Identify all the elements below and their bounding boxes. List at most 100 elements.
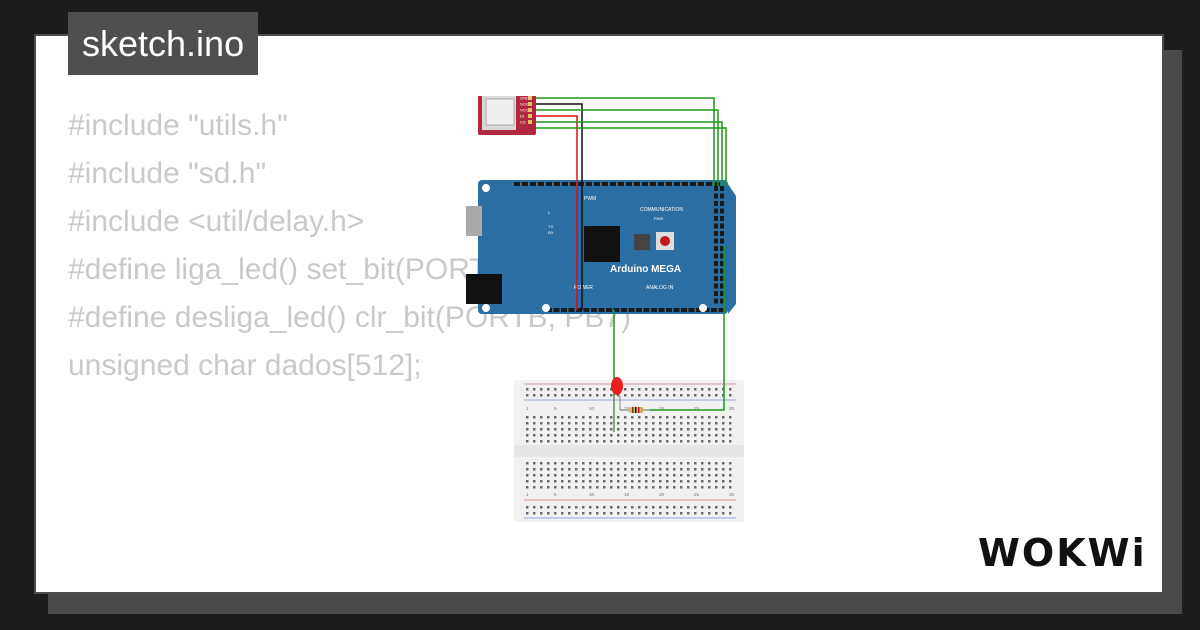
- header-pin: [583, 308, 590, 312]
- breadboard-hole: [596, 512, 599, 515]
- breadboard-hole: [673, 388, 676, 391]
- breadboard-hole: [526, 486, 529, 489]
- breadboard-hole: [687, 506, 690, 509]
- breadboard-hole: [603, 434, 606, 437]
- breadboard-hole: [638, 428, 641, 431]
- header-pin: [714, 283, 718, 289]
- breadboard-hole: [659, 428, 662, 431]
- header-pin: [626, 182, 632, 186]
- breadboard-hole: [666, 388, 669, 391]
- wire-led-signal: [650, 246, 725, 411]
- header-pin: [666, 182, 672, 186]
- breadboard-hole: [568, 486, 571, 489]
- breadboard-hole: [568, 428, 571, 431]
- reset-button: [660, 236, 670, 246]
- breadboard-hole: [694, 434, 697, 437]
- breadboard-hole: [624, 468, 627, 471]
- breadboard-hole: [729, 474, 732, 477]
- sd-pin: [528, 102, 532, 106]
- wires: [536, 97, 727, 432]
- breadboard-hole: [701, 388, 704, 391]
- breadboard-hole: [540, 428, 543, 431]
- breadboard-hole: [582, 394, 585, 397]
- header-pin: [576, 308, 582, 312]
- communication-label: COMMUNICATION: [640, 207, 683, 213]
- power-jack: [466, 274, 502, 304]
- breadboard-hole: [554, 474, 557, 477]
- breadboard-hole: [561, 422, 564, 425]
- breadboard-hole: [659, 434, 662, 437]
- breadboard-hole: [673, 506, 676, 509]
- header-pin: [720, 223, 724, 229]
- header-pin: [720, 231, 724, 236]
- breadboard-hole: [589, 474, 592, 477]
- breadboard-hole: [582, 434, 585, 437]
- breadboard-hole: [617, 486, 620, 489]
- breadboard-hole: [596, 434, 599, 437]
- breadboard-hole: [729, 512, 732, 515]
- breadboard-hole: [589, 394, 592, 397]
- wire-cs: [536, 127, 727, 186]
- breadboard-hole: [645, 474, 648, 477]
- breadboard-hole: [624, 486, 627, 489]
- header-pin: [621, 308, 627, 312]
- breadboard-hole: [540, 506, 543, 509]
- header-pin: [720, 246, 724, 251]
- breadboard-hole: [596, 486, 599, 489]
- breadboard-number: 5: [554, 406, 557, 411]
- header-pin: [578, 182, 584, 186]
- breadboard-hole: [701, 480, 704, 483]
- header-pin: [643, 308, 650, 312]
- breadboard-hole: [645, 486, 648, 489]
- breadboard-hole: [554, 506, 557, 509]
- breadboard-hole: [722, 480, 725, 483]
- l-led-label: L: [548, 210, 551, 215]
- breadboard-hole: [715, 480, 718, 483]
- breadboard-hole: [575, 428, 578, 431]
- breadboard-hole: [561, 388, 564, 391]
- breadboard-hole: [701, 422, 704, 425]
- breadboard-hole: [666, 462, 669, 465]
- pwm-label: PWM: [584, 196, 596, 202]
- breadboard-hole: [680, 434, 683, 437]
- breadboard-hole: [582, 512, 585, 515]
- breadboard-hole: [554, 422, 557, 425]
- resistor: [620, 407, 650, 413]
- breadboard-hole: [638, 474, 641, 477]
- breadboard-number: 30: [729, 406, 735, 411]
- breadboard-hole: [729, 486, 732, 489]
- breadboard-hole: [638, 468, 641, 471]
- file-tab[interactable]: sketch.ino: [68, 12, 259, 75]
- breadboard-hole: [582, 486, 585, 489]
- breadboard-hole: [729, 428, 732, 431]
- sd-pin: [528, 114, 532, 118]
- breadboard-hole: [533, 506, 536, 509]
- breadboard-hole: [722, 434, 725, 437]
- breadboard-hole: [568, 462, 571, 465]
- breadboard-hole: [554, 462, 557, 465]
- breadboard-hole: [722, 506, 725, 509]
- breadboard-hole: [652, 428, 655, 431]
- breadboard-hole: [610, 440, 613, 443]
- wire-sck: [536, 109, 719, 186]
- breadboard-hole: [617, 480, 620, 483]
- wire-di: [536, 121, 723, 186]
- breadboard-hole: [624, 506, 627, 509]
- breadboard-hole: [687, 434, 690, 437]
- breadboard-hole: [652, 512, 655, 515]
- breadboard-hole: [673, 434, 676, 437]
- breadboard-hole: [638, 486, 641, 489]
- breadboard-hole: [687, 512, 690, 515]
- breadboard-hole: [617, 416, 620, 419]
- breadboard-hole: [589, 512, 592, 515]
- breadboard-hole: [603, 462, 606, 465]
- breadboard-hole: [610, 468, 613, 471]
- header-pin: [598, 308, 605, 312]
- breadboard-hole: [666, 486, 669, 489]
- breadboard-hole: [561, 480, 564, 483]
- breadboard-hole: [659, 388, 662, 391]
- mcu-chip: [584, 226, 620, 262]
- breadboard-hole: [610, 416, 613, 419]
- header-pin: [696, 308, 702, 312]
- breadboard-hole: [708, 480, 711, 483]
